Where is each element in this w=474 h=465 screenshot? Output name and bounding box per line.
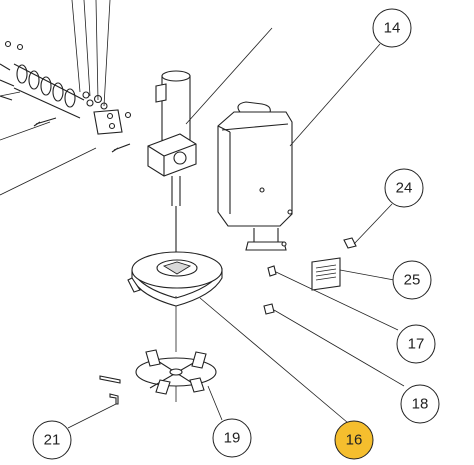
svg-text:21: 21 — [44, 432, 61, 449]
svg-text:17: 17 — [408, 336, 425, 353]
spreader-cover — [127, 251, 355, 429]
callout-17[interactable]: 17 — [396, 324, 436, 364]
svg-text:24: 24 — [396, 180, 413, 197]
hopper-box — [217, 43, 381, 251]
svg-text:18: 18 — [412, 396, 429, 413]
small-hardware — [263, 203, 405, 387]
svg-text:19: 19 — [224, 430, 241, 447]
callout-19[interactable]: 19 — [212, 418, 252, 458]
motor-gearbox — [147, 27, 273, 260]
svg-text:25: 25 — [404, 272, 421, 289]
auger-assembly — [0, 0, 132, 196]
callout-16[interactable]: 16 — [334, 420, 374, 460]
callout-25[interactable]: 25 — [392, 260, 432, 300]
callout-14[interactable]: 14 — [372, 8, 412, 48]
callout-21[interactable]: 21 — [32, 420, 72, 460]
warning-decal — [311, 257, 395, 291]
svg-text:16: 16 — [346, 432, 363, 449]
callout-24[interactable]: 24 — [384, 168, 424, 208]
svg-text:14: 14 — [384, 20, 401, 37]
callout-18[interactable]: 18 — [400, 384, 440, 424]
pin-hardware — [67, 375, 121, 429]
spinner-disc — [135, 349, 223, 421]
